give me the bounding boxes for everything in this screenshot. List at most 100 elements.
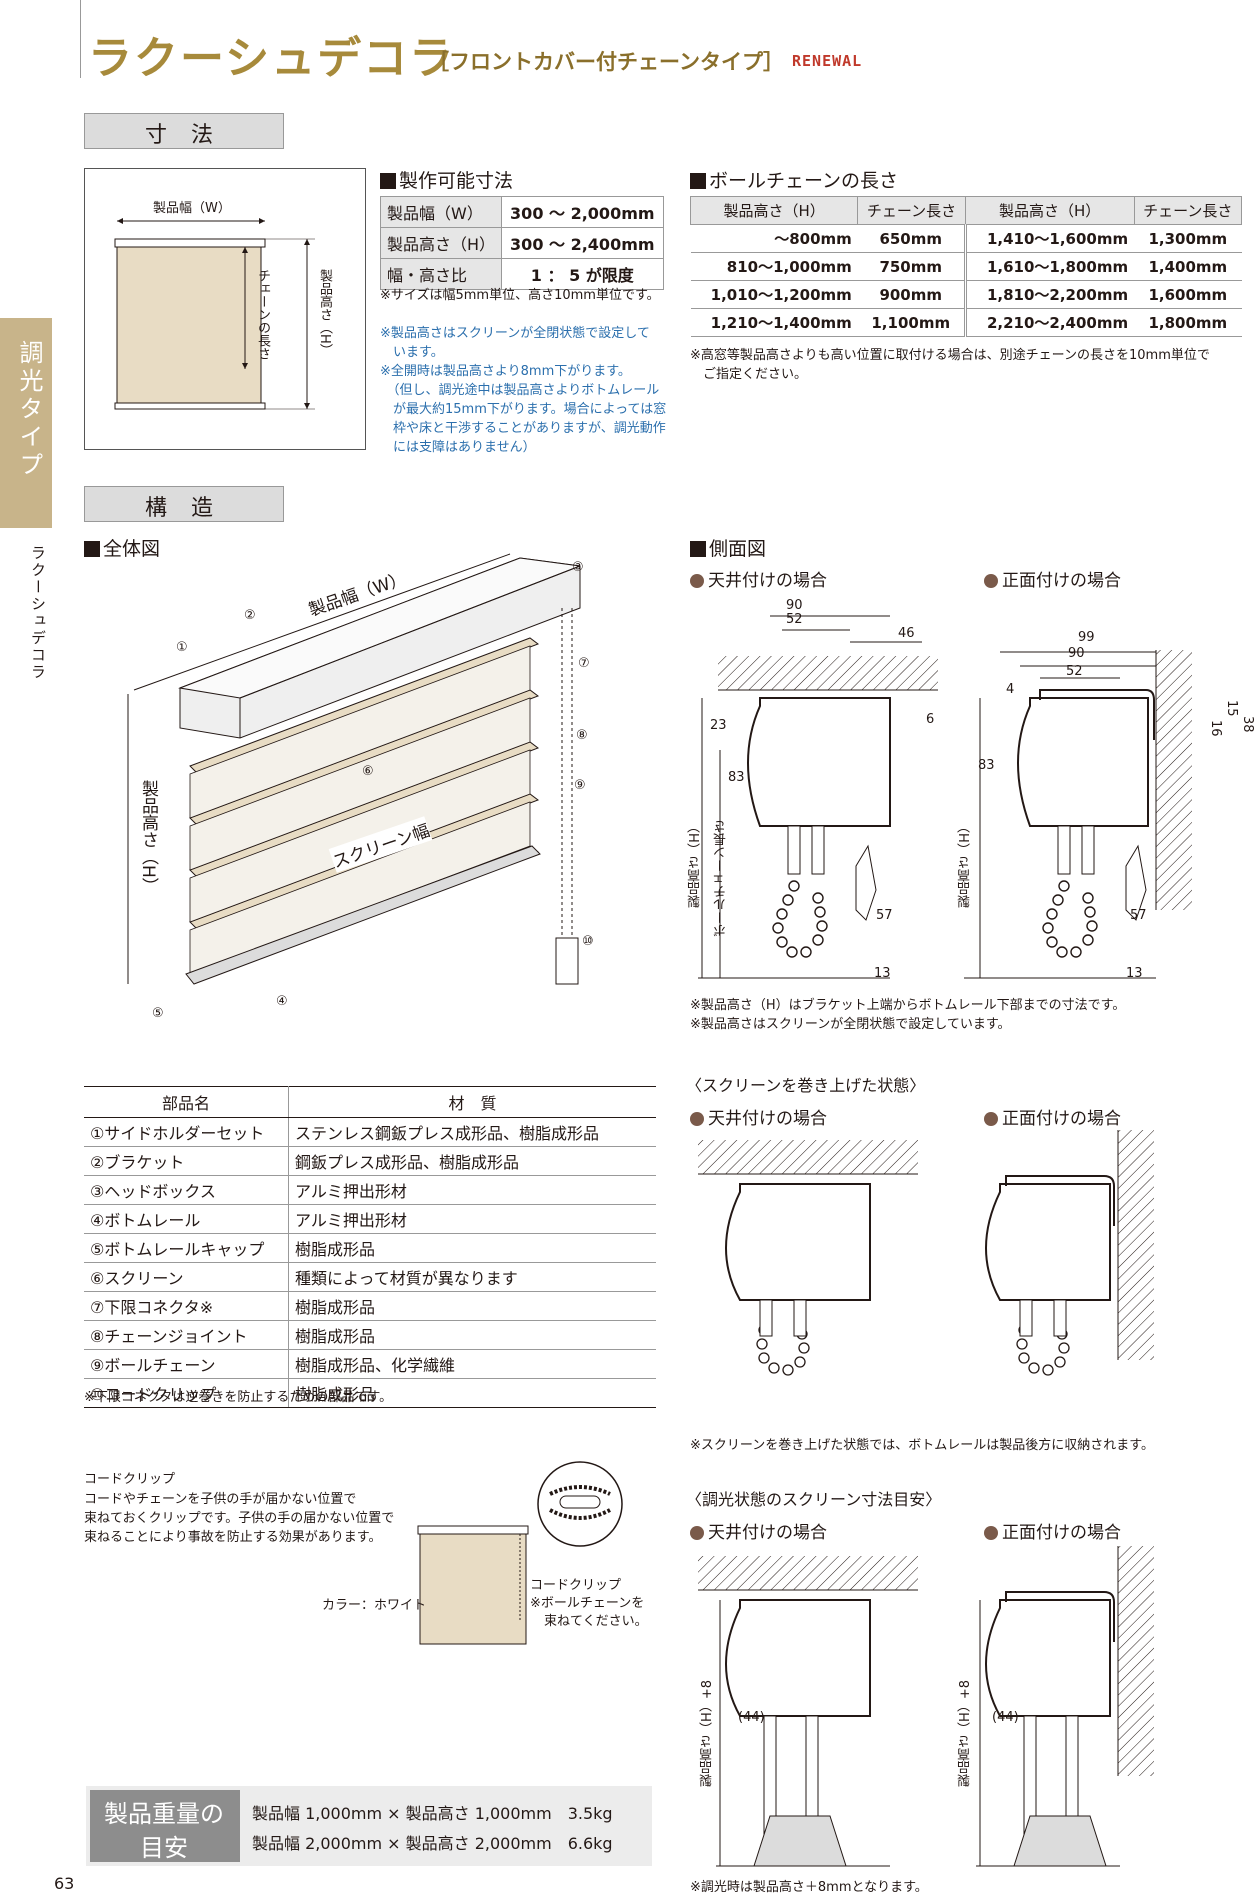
overall-heading: 全体図 [84, 534, 160, 561]
parts-row: ⑦下限コネクタ※樹脂成形品 [84, 1291, 656, 1321]
rolled-front-label: 正面付けの場合 [984, 1104, 1121, 1129]
parts-row: ⑩コードクリップ樹脂成形品 [84, 1378, 656, 1408]
page-subtitle: ［フロントカバー付チェーンタイプ］ [428, 50, 784, 74]
parts-row: ⑤ボトムレールキャップ樹脂成形品 [84, 1233, 656, 1263]
weight-label-1: 製品重量の [104, 1800, 224, 1828]
parts-cell: アルミ押出形材 [288, 1175, 656, 1205]
dim-f-16: 16 [1208, 720, 1223, 737]
ball-chain-heading: ボールチェーンの長さ [690, 166, 898, 193]
production-size-heading-text: 製作可能寸法 [399, 170, 514, 192]
dim-c-57: 57 [876, 908, 893, 923]
parts-row: ③ヘッドボックスアルミ押出形材 [84, 1175, 656, 1205]
section-structure: 構造 [84, 486, 284, 522]
vlabel-c-chain: ボールチェーン長さ [714, 820, 729, 937]
production-size-value: 1 ： 5 が限度 [501, 258, 664, 290]
dim-f-15: 15 [1224, 700, 1239, 717]
dim-f-38: 38 [1240, 716, 1255, 733]
diagram-height-label: 製品高さ（H） [317, 269, 332, 357]
side-front-diagram [964, 650, 1192, 979]
production-size-row: 製品幅（W）300 ～ 2,000mm [379, 196, 664, 228]
diagram-chain-label: チェーンの長さ [255, 269, 270, 360]
vlabel-c-height: 製品高さ（H） [688, 820, 703, 908]
ball-chain-cell: 1,800mm [1134, 308, 1242, 337]
blue-note-line: います。 [380, 345, 444, 360]
parts-header: 材 質 [288, 1086, 656, 1118]
ball-chain-heading-text: ボールチェーンの長さ [709, 170, 899, 192]
blue-note-line: ※製品高さはスクリーンが全閉状態で設定して [380, 326, 650, 341]
production-size-label: 幅・高さ比 [379, 258, 503, 290]
parts-row: ④ボトムレールアルミ押出形材 [84, 1204, 656, 1234]
dimming-note: ※調光時は製品高さ＋8mmとなります。 [690, 1880, 928, 1895]
dimming-dim-front: (44) [992, 1710, 1019, 1725]
cord-clip-label: コードクリップ [530, 1578, 622, 1593]
production-size-blue-notes: ※製品高さはスクリーンが全閉状態で設定して います。 ※全開時は製品高さより8mm… [380, 324, 666, 457]
overall-height-label: 製品高さ（H） [138, 780, 158, 895]
cord-clip-note-2: 束ねてください。 [544, 1614, 648, 1629]
ball-chain-cell: 810～1,000mm [690, 252, 858, 281]
dim-c-83: 83 [728, 770, 745, 785]
blue-note-line: （但し、調光途中は製品高さよりボトムレール [380, 383, 660, 398]
parts-cell: 種類によって材質が異なります [288, 1262, 656, 1292]
side-front-label: 正面付けの場合 [984, 566, 1121, 591]
callout-3: ③ [572, 560, 584, 575]
callout-9: ⑨ [574, 778, 586, 793]
dim-f-90: 90 [1068, 646, 1085, 661]
parts-row: ⑥スクリーン種類によって材質が異なります [84, 1262, 656, 1292]
parts-cell: ⑩コードクリップ [84, 1378, 289, 1408]
cord-clip-illustration [417, 1461, 623, 1645]
ball-chain-header: チェーン長さ [857, 196, 966, 225]
blue-note-line: が最大約15mm下がります。場合によっては窓 [380, 402, 667, 417]
ball-chain-cell: 750mm [857, 252, 967, 281]
callout-5: ⑤ [152, 1006, 164, 1021]
side-tab [0, 318, 52, 528]
ball-chain-cell: 1,610～1,800mm [965, 252, 1135, 281]
parts-cell: ⑦下限コネクタ※ [84, 1291, 289, 1321]
section-dimensions-label: 寸法 [145, 123, 238, 148]
renewal-badge: RENEWAL [792, 52, 863, 70]
ball-chain-cell: ～800mm [690, 224, 858, 253]
ball-chain-cell: 1,400mm [1134, 252, 1242, 281]
parts-cell: ①サイドホルダーセット [84, 1117, 289, 1147]
side-ceiling-diagram [698, 615, 938, 979]
dim-f-52: 52 [1066, 664, 1083, 679]
production-size-label: 製品幅（W） [379, 196, 503, 228]
callout-4: ④ [276, 994, 288, 1009]
ball-chain-cell: 2,210～2,400mm [965, 308, 1135, 337]
parts-cell: ステンレス鋼鈑プレス成形品、樹脂成形品 [288, 1117, 656, 1147]
ball-chain-note: ご指定ください。 [690, 367, 808, 382]
vlabel-f-height: 製品高さ（H） [958, 820, 973, 908]
dimension-diagram: 製品幅（W） チェーンの長さ 製品高さ（H） [84, 168, 366, 450]
dim-c-46: 46 [898, 626, 915, 641]
dimming-front-label: 正面付けの場合 [984, 1518, 1121, 1543]
dim-c-90: 90 [786, 598, 803, 613]
callout-6: ⑥ [362, 764, 374, 779]
weight-label-2: 目安 [140, 1834, 188, 1862]
blue-note-line: ※全開時は製品高さより8mm下がります。 [380, 364, 631, 379]
ball-chain-header: 製品高さ（H） [964, 196, 1135, 225]
blue-note-line: には支障はありません） [380, 440, 536, 455]
parts-header-row: 部品名材 質 [84, 1086, 656, 1118]
parts-cell: ⑤ボトムレールキャップ [84, 1233, 289, 1263]
parts-row: ⑧チェーンジョイント樹脂成形品 [84, 1320, 656, 1350]
cord-clip-desc: コードやチェーンを子供の手が届かない位置で束ねておくクリップです。子供の手の届か… [84, 1490, 394, 1547]
callout-8: ⑧ [576, 728, 588, 743]
ball-chain-header-row: 製品高さ（H）チェーン長さ製品高さ（H）チェーン長さ [689, 196, 1243, 225]
dim-c-13: 13 [874, 966, 891, 981]
square-bullet-icon [84, 541, 100, 557]
page-number: 63 [54, 1874, 75, 1893]
callout-7: ⑦ [578, 656, 590, 671]
cord-clip-note-1: ※ボールチェーンを [530, 1596, 645, 1611]
side-view-note-2: ※製品高さはスクリーンが全閉状態で設定しています。 [690, 1017, 1011, 1032]
callout-10: ⑩ [582, 934, 594, 949]
parts-cell: ②ブラケット [84, 1146, 289, 1176]
side-ceiling-label: 天井付けの場合 [690, 566, 827, 591]
rolled-up-note: ※スクリーンを巻き上げた状態では、ボトムレールは製品後方に収納されます。 [690, 1438, 1154, 1453]
parts-row: ①サイドホルダーセットステンレス鋼鈑プレス成形品、樹脂成形品 [84, 1117, 656, 1147]
ball-chain-cell: 1,300mm [1134, 224, 1242, 253]
